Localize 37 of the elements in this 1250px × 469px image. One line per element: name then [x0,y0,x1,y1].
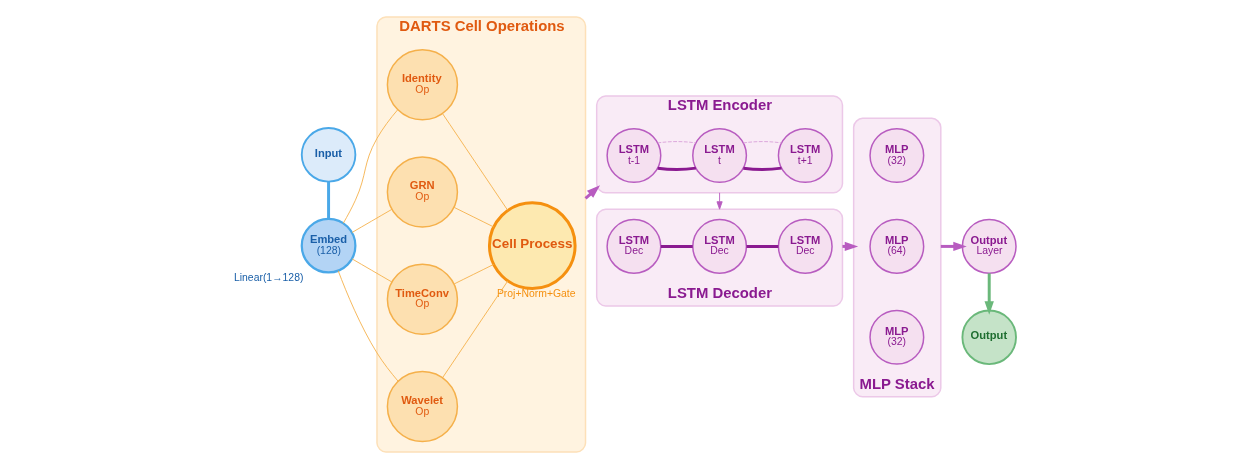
connector [442,113,509,211]
connector [742,141,782,144]
connector [351,258,393,283]
node-circle: MLP (32) [869,309,925,365]
connector [657,141,697,144]
node-circle: LSTM Dec [606,218,662,274]
node-circle: LSTM t [692,128,748,184]
connector [657,166,697,171]
node-circle: LSTM t-1 [606,128,662,184]
connector [442,280,509,379]
node-label: Linear(1→128) [233,271,304,283]
node-circle: Cell Process [487,201,577,290]
node-circle: LSTM Dec [777,218,833,274]
node-circle: LSTM t+1 [777,128,833,184]
node-circle: TimeConv Op [386,263,459,336]
connector [746,244,779,248]
node-label: Proj+Norm+Gate [496,287,576,299]
connector [337,270,399,382]
connector [453,206,495,228]
node-circle: Output [961,309,1017,366]
node-circle: LSTM Dec [692,218,748,274]
connector [453,263,495,285]
node-circle: Wavelet Op [386,370,459,443]
node-circle: MLP (32) [869,128,925,184]
connector [342,109,399,224]
arrow [716,192,723,210]
node-circle: Embed (128) [300,217,357,274]
node-circle: Output Layer [961,218,1017,274]
node-circle: Identity Op [386,49,459,121]
node-circle: MLP (64) [869,218,925,274]
arrow [984,273,994,315]
connector [351,208,393,233]
connector [743,166,782,171]
connector [660,244,693,248]
connector [327,181,331,219]
node-circle: GRN Op [386,156,459,228]
node-circle: Input [300,127,357,183]
